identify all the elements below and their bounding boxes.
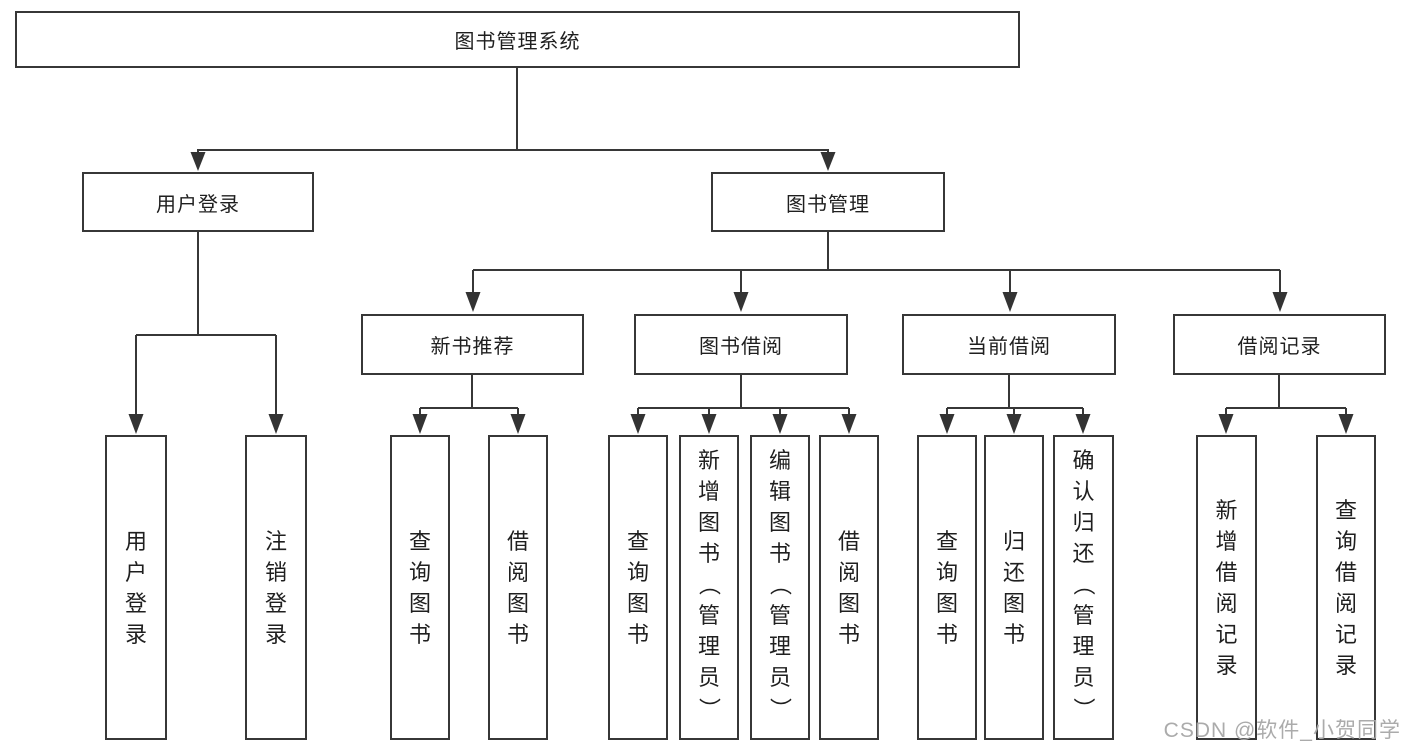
node-new-book-recommendation-label: 新书推荐 (430, 336, 515, 358)
arrowhead (1338, 414, 1354, 434)
node-borrowing-records: 借阅记录 (1173, 314, 1386, 375)
arrowhead (820, 152, 836, 171)
arrowhead (772, 414, 788, 434)
node-borrowing-records-label: 借阅记录 (1237, 336, 1322, 358)
arrowhead (510, 414, 526, 434)
arrowhead (465, 292, 481, 312)
node-leaf-user-login: 用户登录 (105, 435, 167, 740)
node-leaf-add-books-admin-label: 新增图书（管理员） (696, 448, 722, 720)
node-leaf-return-books-label: 归还图书 (1002, 528, 1025, 647)
node-leaf-edit-books-admin-label: 编辑图书（管理员） (767, 448, 793, 720)
node-leaf-borrow-books-1: 借阅图书 (488, 435, 548, 740)
node-leaf-query-books-3-label: 查询图书 (935, 528, 958, 647)
node-leaf-query-borrow-record: 查询借阅记录 (1316, 435, 1376, 740)
arrowhead (190, 152, 206, 171)
arrowhead (268, 414, 284, 434)
node-leaf-user-login-label: 用户登录 (124, 528, 147, 647)
arrowhead (1002, 292, 1018, 312)
connector-book-management-children (465, 232, 1288, 312)
node-leaf-add-borrow-record: 新增借阅记录 (1196, 435, 1257, 740)
connector-root-to-level2 (190, 68, 836, 171)
node-leaf-query-books-2-label: 查询图书 (626, 528, 649, 647)
node-new-book-recommendation: 新书推荐 (361, 314, 584, 375)
node-leaf-borrow-books-1-label: 借阅图书 (506, 528, 529, 647)
node-leaf-query-borrow-record-label: 查询借阅记录 (1334, 497, 1357, 678)
csdn-watermark: CSDN @软件_小贺同学 (1163, 719, 1401, 742)
node-leaf-borrow-books-2: 借阅图书 (819, 435, 879, 740)
node-leaf-confirm-return-admin: 确认归还（管理员） (1053, 435, 1114, 740)
arrowhead (630, 414, 646, 434)
node-current-borrowing: 当前借阅 (902, 314, 1116, 375)
connector-user-login-children (128, 232, 284, 434)
node-leaf-return-books: 归还图书 (984, 435, 1044, 740)
node-leaf-query-books-1-label: 查询图书 (408, 528, 431, 647)
node-library-system-label: 图书管理系统 (454, 31, 581, 53)
node-leaf-add-books-admin: 新增图书（管理员） (679, 435, 739, 740)
node-leaf-query-books-2: 查询图书 (608, 435, 668, 740)
arrowhead (1218, 414, 1234, 434)
arrowhead (128, 414, 144, 434)
node-leaf-query-books-3: 查询图书 (917, 435, 977, 740)
node-user-login: 用户登录 (82, 172, 314, 232)
node-book-management-label: 图书管理 (786, 193, 870, 216)
node-leaf-borrow-books-2-label: 借阅图书 (837, 528, 860, 647)
node-leaf-add-borrow-record-label: 新增借阅记录 (1215, 497, 1238, 678)
node-leaf-edit-books-admin: 编辑图书（管理员） (750, 435, 810, 740)
connector-new-book-children (412, 375, 526, 434)
connector-current-borrow-children (939, 375, 1091, 434)
arrowhead (1075, 414, 1091, 434)
arrowhead (701, 414, 717, 434)
node-book-borrowing: 图书借阅 (634, 314, 848, 375)
node-leaf-confirm-return-admin-label: 确认归还（管理员） (1071, 448, 1096, 720)
node-current-borrowing-label: 当前借阅 (967, 336, 1051, 358)
node-leaf-logout: 注销登录 (245, 435, 307, 740)
arrowhead (841, 414, 857, 434)
arrowhead (1006, 414, 1022, 434)
arrowhead (1272, 292, 1288, 312)
connector-book-borrow-children (630, 375, 857, 434)
node-user-login-label: 用户登录 (156, 193, 240, 216)
arrowhead (939, 414, 955, 434)
node-book-borrowing-label: 图书借阅 (699, 336, 783, 358)
node-book-management: 图书管理 (711, 172, 945, 232)
node-leaf-query-books-1: 查询图书 (390, 435, 450, 740)
arrowhead (412, 414, 428, 434)
arrowhead (733, 292, 749, 312)
node-library-system: 图书管理系统 (15, 11, 1020, 68)
connector-borrow-record-children (1218, 375, 1354, 434)
node-leaf-logout-label: 注销登录 (264, 528, 287, 647)
